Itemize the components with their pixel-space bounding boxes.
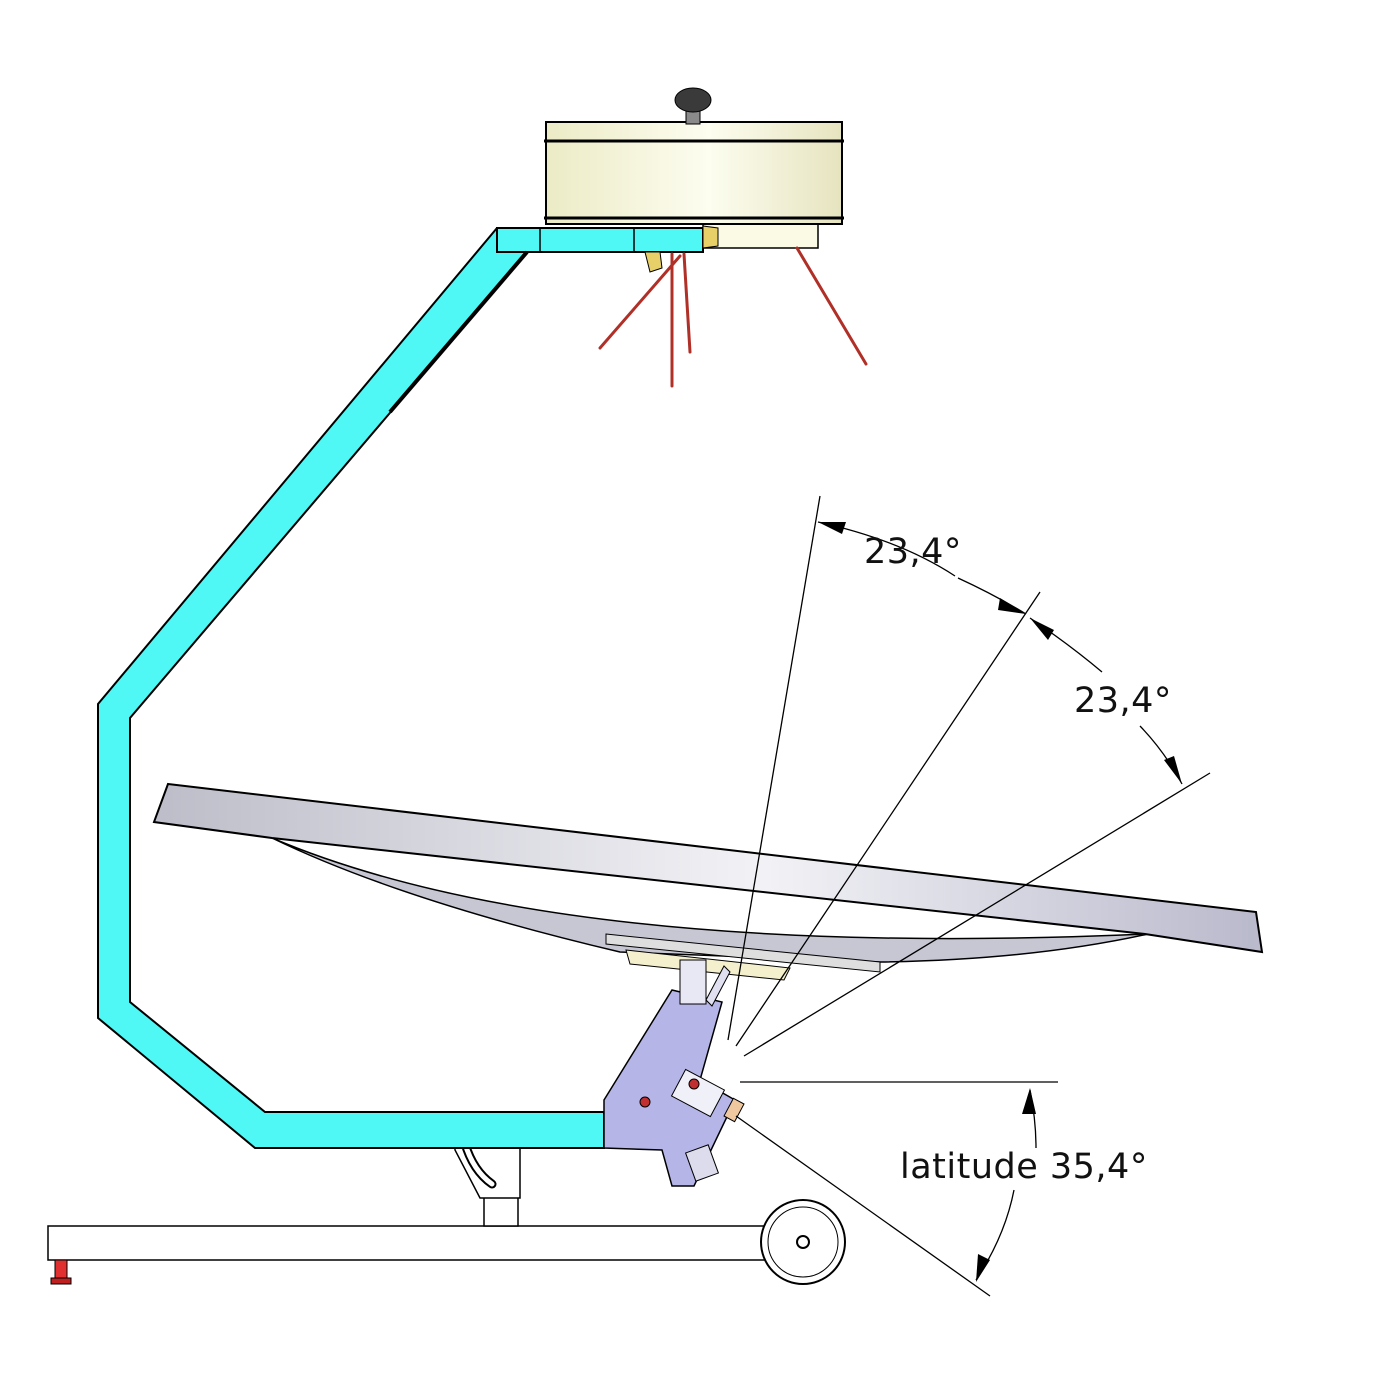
frame-strut: [388, 250, 529, 414]
drum-knob: [674, 87, 712, 113]
receiver-drum: [545, 121, 843, 225]
arrowhead: [1022, 1088, 1036, 1114]
dish-rim: [152, 782, 1264, 954]
frame-tube: [97, 227, 605, 1149]
mount-bolt: [639, 1096, 651, 1108]
pivot-bolt: [688, 1078, 700, 1090]
dish-back: [271, 837, 1149, 963]
top-arm: [496, 227, 704, 253]
main-frame: [97, 227, 704, 1149]
arrowhead: [818, 522, 846, 534]
latitude-label: latitude 35,4°: [900, 1147, 1148, 1187]
base-frame: [47, 1127, 846, 1285]
mount-handle: [684, 1144, 720, 1182]
mount-pin: [723, 1097, 745, 1123]
dimension-lines: [727, 495, 1211, 1297]
rod: [795, 246, 868, 366]
receiver-hook: [644, 251, 663, 273]
arrowhead: [998, 598, 1026, 614]
tilt-mount: [603, 959, 745, 1187]
foot-pad: [50, 1277, 72, 1285]
support-rods: [598, 246, 868, 388]
leveling-foot: [54, 1259, 68, 1281]
rod: [682, 252, 692, 354]
axis-line-3: [743, 772, 1211, 1057]
receiver-clip: [702, 225, 719, 249]
angle-label-upper: 23,4°: [864, 532, 962, 572]
mount-arm: [705, 965, 731, 1007]
arrowhead: [1164, 756, 1182, 784]
wheel-inner: [767, 1206, 839, 1278]
angle-label-lower: 23,4°: [1074, 681, 1172, 721]
dish-ring: [625, 949, 791, 981]
base-rail: [47, 1225, 791, 1261]
rod: [598, 254, 682, 350]
receiver-unit: [544, 87, 844, 273]
mount-clamp: [670, 1068, 726, 1118]
axis-line-1: [727, 495, 821, 1041]
receiver-plate: [702, 221, 819, 249]
dish-concentrator: [152, 782, 1264, 981]
mount-upright: [679, 959, 707, 1005]
arrowhead: [1030, 618, 1054, 640]
axis-line-2: [735, 591, 1041, 1047]
arrowhead: [976, 1254, 990, 1282]
wheel-hub: [796, 1235, 810, 1249]
latitude-line: [735, 1115, 991, 1297]
